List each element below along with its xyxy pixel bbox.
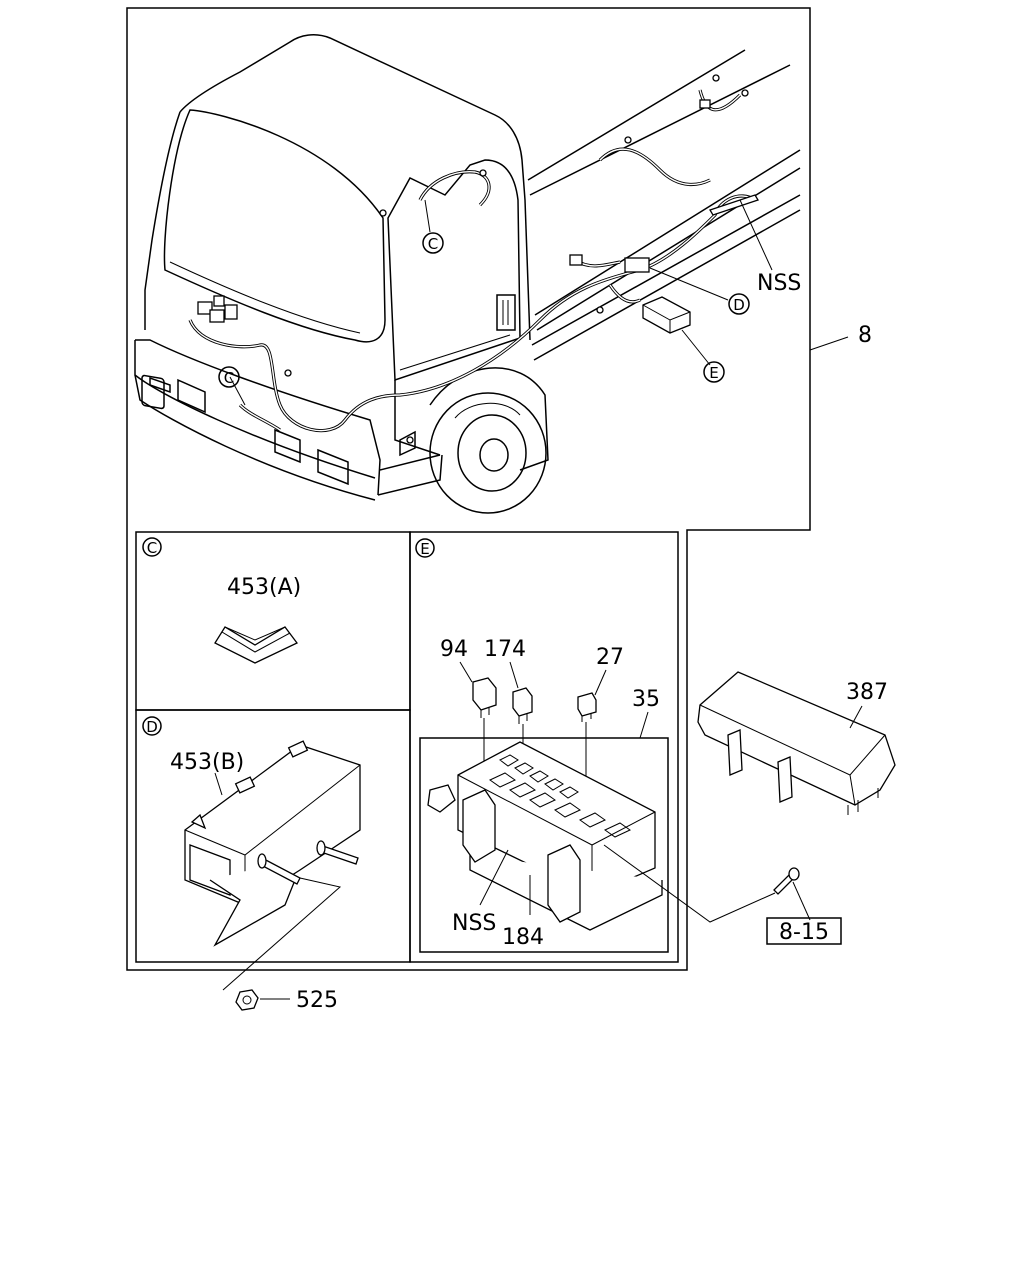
svg-text:C: C bbox=[428, 235, 438, 253]
label-assembly-8: 8 bbox=[858, 323, 872, 348]
wire-harness bbox=[188, 74, 759, 444]
inset-c-title: C bbox=[142, 537, 162, 557]
svg-text:C: C bbox=[224, 369, 234, 387]
label-8-15: 8-15 bbox=[779, 920, 829, 945]
label-525: 525 bbox=[296, 988, 338, 1013]
circled-ref-c-front: C bbox=[218, 366, 240, 388]
svg-text:E: E bbox=[420, 540, 429, 558]
top-leaders bbox=[229, 199, 849, 406]
inset-e: E 94 174 27 35 bbox=[415, 538, 663, 950]
bracket-453b bbox=[184, 740, 361, 947]
svg-text:D: D bbox=[146, 718, 158, 736]
label-35: 35 bbox=[632, 687, 660, 712]
relay-174 bbox=[512, 687, 533, 724]
fuse-cover-387: 387 bbox=[697, 671, 896, 815]
circled-ref-d: D bbox=[728, 293, 750, 315]
relay-94 bbox=[472, 677, 497, 718]
clip-453a bbox=[214, 626, 298, 664]
label-453b: 453(B) bbox=[170, 750, 244, 775]
bolt-right bbox=[316, 840, 359, 865]
circled-ref-c-top: C bbox=[422, 232, 444, 254]
bolt-left bbox=[257, 853, 301, 885]
label-nss-box: NSS bbox=[452, 911, 496, 936]
ref-box-8-15 bbox=[766, 917, 842, 945]
fuse-box-subframe bbox=[419, 737, 669, 953]
inset-e-title: E bbox=[415, 538, 435, 558]
label-184: 184 bbox=[502, 925, 544, 950]
nut-525: 525 bbox=[235, 988, 338, 1013]
svg-text:E: E bbox=[709, 364, 718, 382]
truck-illustration bbox=[134, 34, 801, 514]
inset-e-frame bbox=[409, 531, 679, 963]
circled-ref-e: E bbox=[703, 361, 725, 383]
label-387: 387 bbox=[846, 680, 888, 705]
label-94: 94 bbox=[440, 637, 468, 662]
inset-d-title: D bbox=[142, 716, 162, 736]
fuse-27 bbox=[577, 692, 597, 722]
fuse-box-35 bbox=[427, 741, 663, 931]
label-27: 27 bbox=[596, 645, 624, 670]
screw-8-15: 8-15 bbox=[603, 844, 842, 945]
inset-d: D 453(B) bbox=[142, 716, 361, 991]
svg-text:D: D bbox=[733, 296, 745, 314]
label-nss-top: NSS bbox=[757, 271, 801, 296]
inset-c-frame bbox=[135, 531, 411, 711]
label-174: 174 bbox=[484, 637, 526, 662]
main-frame bbox=[126, 7, 811, 971]
svg-text:C: C bbox=[147, 539, 157, 557]
inset-c: C 453(A) bbox=[142, 537, 301, 664]
label-453a: 453(A) bbox=[227, 575, 301, 600]
